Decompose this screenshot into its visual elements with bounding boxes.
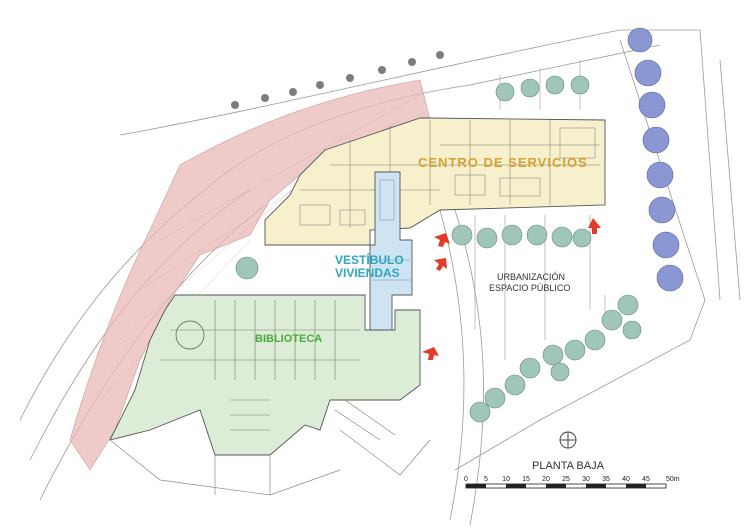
tree-icon	[572, 228, 592, 248]
tree-group-plaza	[235, 75, 642, 423]
tree-icon	[656, 264, 684, 292]
red-entrance-arrow-icon	[434, 233, 450, 247]
tree-icon	[451, 224, 473, 246]
red-entrance-arrow-icon	[422, 347, 439, 360]
tree-column-right	[627, 27, 684, 292]
tree-icon	[289, 88, 297, 96]
tree-icon	[646, 161, 674, 189]
tree-icon	[617, 294, 639, 316]
hillside-zone	[69, 79, 431, 471]
scale-tick-label: 45	[642, 476, 650, 483]
tree-icon	[601, 309, 623, 331]
tree-icon	[484, 387, 506, 409]
centro-servicios-label: CENTRO DE SERVICIOS	[418, 155, 588, 170]
north-arrow-icon	[559, 431, 577, 449]
tree-icon	[261, 94, 269, 102]
scale-tick-labels: 0 5 10 15 20 25 30 35 40 45 50m	[464, 476, 680, 483]
tree-icon	[519, 357, 541, 379]
entrance-arrows	[422, 218, 601, 360]
tree-icon	[408, 58, 416, 66]
tree-icon	[378, 66, 386, 74]
scale-tick-label: 25	[562, 476, 570, 483]
scale-tick-label: 40	[622, 476, 630, 483]
red-entrance-arrow-icon	[588, 218, 601, 234]
tree-icon	[504, 374, 526, 396]
tree-icon	[436, 51, 444, 59]
scale-tick-label: 0	[464, 476, 468, 483]
tree-icon	[542, 344, 564, 366]
urbanizacion-label-line2: ESPACIO PÚBLICO	[489, 283, 570, 293]
tree-icon	[584, 329, 606, 351]
site-lines	[19, 29, 741, 526]
vestibulo-label-line2: VIVIENDAS	[335, 266, 400, 280]
vestibulo-label-line1: VESTÍBULO	[335, 252, 404, 267]
tree-icon	[545, 75, 565, 95]
tree-icon	[570, 75, 590, 95]
biblioteca-shelving	[160, 300, 396, 441]
tree-icon	[652, 231, 680, 259]
plan-title: PLANTA BAJA	[532, 460, 605, 472]
scale-tick-label: 15	[522, 476, 530, 483]
tree-icon	[469, 401, 491, 423]
tree-icon	[526, 224, 548, 246]
tree-icon	[495, 82, 515, 102]
tree-icon	[642, 126, 670, 154]
scale-tick-label: 35	[602, 476, 610, 483]
vestibulo-interior	[372, 179, 410, 281]
scale-tick-label: 5	[484, 476, 488, 483]
tree-icon	[550, 362, 570, 382]
tree-icon	[564, 339, 586, 361]
tree-icon	[476, 227, 498, 249]
vestibulo-zone	[369, 171, 413, 331]
tree-icon	[622, 320, 642, 340]
red-entrance-arrow-icon	[434, 258, 447, 271]
centro-servicios-interior	[299, 120, 600, 228]
tree-icon	[648, 196, 676, 224]
tree-icon	[231, 101, 239, 109]
urbanizacion-lines	[474, 60, 606, 360]
tree-icon	[235, 256, 259, 280]
urbanizacion-label-line1: URBANIZACIÓN	[497, 272, 565, 282]
biblioteca-label: BIBLIOTECA	[255, 333, 322, 345]
scale-tick-label: 50m	[666, 476, 680, 483]
tree-icon	[316, 81, 324, 89]
tree-row-top	[231, 51, 444, 109]
biblioteca-round-room	[175, 320, 205, 350]
tree-icon	[346, 74, 354, 82]
scale-bar: 0 5 10 15 20 25 30 35 40 45 50m	[464, 476, 680, 489]
scale-tick-label: 30	[582, 476, 590, 483]
tree-icon	[638, 91, 666, 119]
tree-icon	[627, 27, 653, 53]
tree-icon	[501, 224, 523, 246]
scale-tick-label: 10	[502, 476, 510, 483]
tree-icon	[551, 226, 573, 248]
biblioteca-zone	[109, 294, 421, 456]
tree-icon	[634, 59, 662, 87]
library-platform	[109, 429, 431, 496]
tree-icon	[520, 78, 540, 98]
scale-tick-label: 20	[542, 476, 550, 483]
